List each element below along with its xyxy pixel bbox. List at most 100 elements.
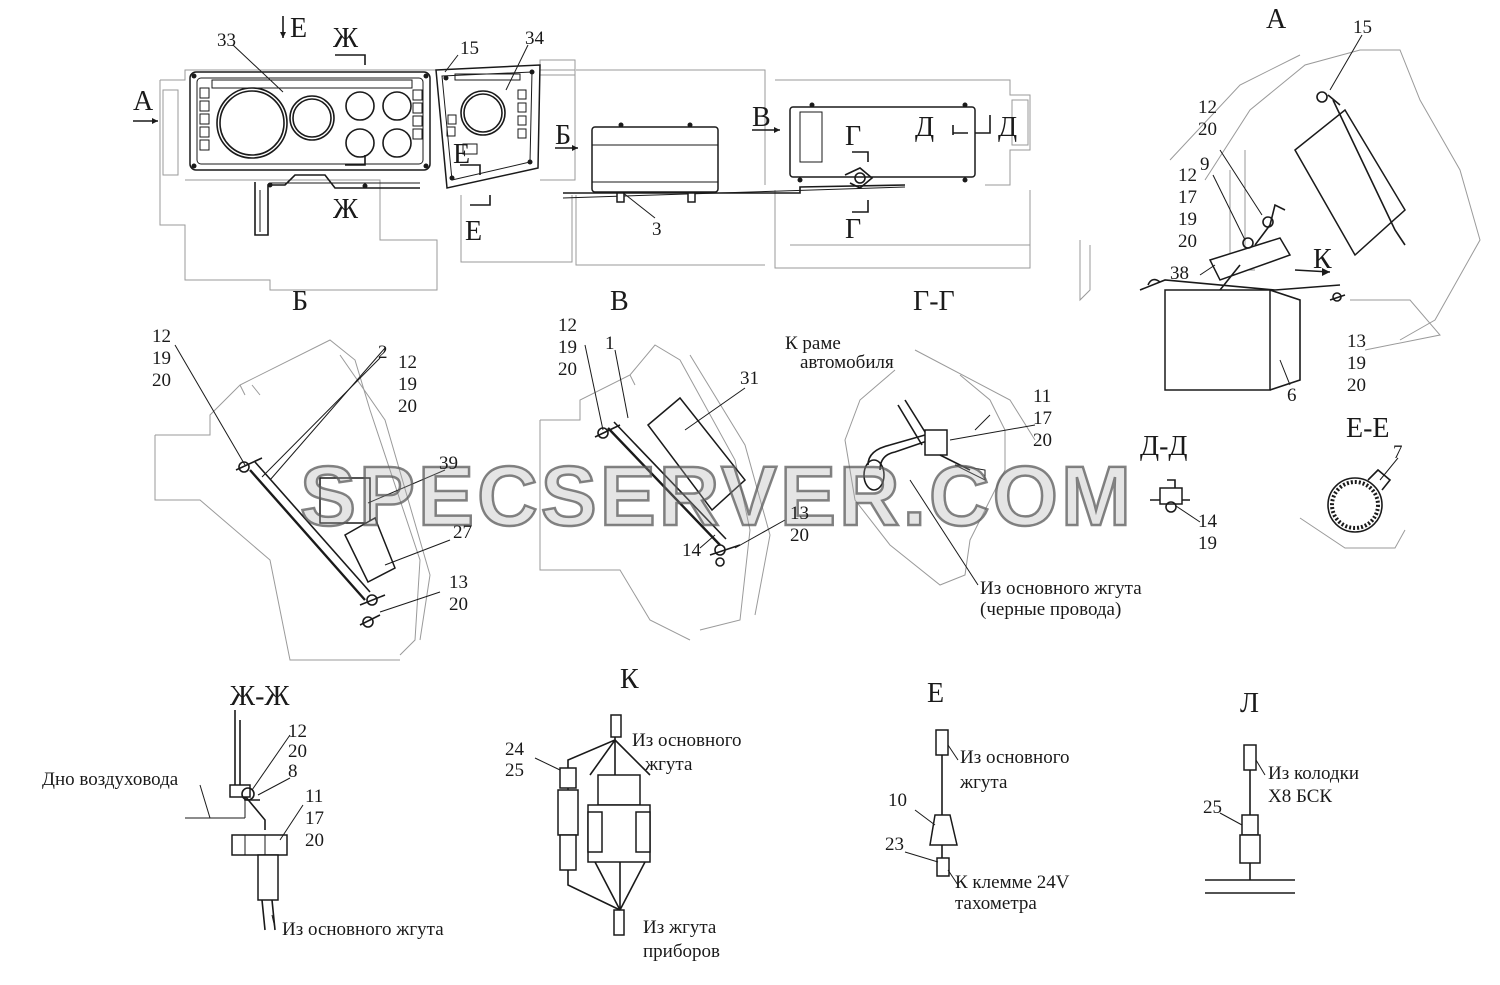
d-callout-19: 19	[1198, 533, 1217, 554]
callout-3: 3	[652, 219, 662, 240]
letter-zh-top: Ж	[333, 23, 359, 54]
g-callout-20: 20	[1033, 430, 1052, 451]
zh-callout-11: 11	[305, 786, 323, 807]
l-note-block-1: Из колодки	[1268, 763, 1359, 784]
a-callout-17: 17	[1178, 187, 1197, 208]
title-view-dd: Д-Д	[1140, 431, 1188, 462]
b-callout-39: 39	[439, 453, 458, 474]
a-callout-19b: 19	[1347, 353, 1366, 374]
letter-b-arrow: Б	[555, 120, 571, 151]
e-callout-7: 7	[1393, 442, 1403, 463]
k-callout-25: 25	[505, 760, 524, 781]
letter-d-right: Д	[998, 112, 1017, 143]
b-callout-13: 13	[449, 572, 468, 593]
b-callout-20b: 20	[398, 396, 417, 417]
e-note-main-2: жгута	[959, 772, 1008, 793]
d-callout-14: 14	[1198, 511, 1218, 532]
view-a	[1079, 34, 1481, 391]
g-note-harness-1: Из основного жгута	[980, 578, 1142, 599]
letter-d-left: Д	[915, 112, 934, 143]
a-callout-38: 38	[1170, 263, 1189, 284]
b-callout-19: 19	[152, 348, 171, 369]
g-note-frame-2: автомобиля	[800, 352, 894, 373]
watermark: SPECSERVER.COM	[300, 449, 1134, 543]
letter-zh-bottom: Ж	[333, 194, 359, 225]
callout-34: 34	[525, 28, 545, 49]
v-callout-12: 12	[558, 315, 577, 336]
g-note-harness-2: (черные провода)	[980, 599, 1121, 620]
zh-note-duct: Дно воздуховода	[42, 769, 179, 790]
title-view-b: Б	[292, 286, 308, 317]
letter-e-top: Е	[290, 13, 307, 44]
v-callout-19: 19	[558, 337, 577, 358]
g-callout-17: 17	[1033, 408, 1052, 429]
view-v	[539, 344, 786, 641]
a-callout-15: 15	[1353, 17, 1372, 38]
b-callout-12: 12	[152, 326, 171, 347]
b-callout-19b: 19	[398, 374, 417, 395]
v-callout-13: 13	[790, 503, 809, 524]
v-callout-20: 20	[558, 359, 577, 380]
zh-note-harness: Из основного жгута	[282, 919, 444, 940]
g-callout-11: 11	[1033, 386, 1051, 407]
callout-33: 33	[217, 30, 236, 51]
l-callout-25: 25	[1203, 797, 1222, 818]
letter-v-arrow: В	[752, 102, 771, 133]
b-callout-20: 20	[152, 370, 171, 391]
zh-callout-20: 20	[288, 741, 307, 762]
letter-a-left: А	[133, 86, 154, 117]
title-view-v: В	[610, 286, 629, 317]
zh-callout-8: 8	[288, 761, 298, 782]
title-view-gg: Г-Г	[913, 286, 955, 317]
title-view-l: Л	[1240, 688, 1259, 719]
a-callout-20b: 20	[1178, 231, 1197, 252]
letter-k-arrow: К	[1313, 244, 1332, 275]
a-callout-20c: 20	[1347, 375, 1366, 396]
e-callout-10: 10	[888, 790, 907, 811]
k-note-instr-2: приборов	[643, 941, 720, 962]
k-note-main-2: жгута	[644, 754, 693, 775]
view-l	[1205, 744, 1295, 894]
b-callout-2: 2	[378, 342, 388, 363]
zh-callout-12: 12	[288, 721, 307, 742]
view-k	[534, 714, 651, 936]
title-view-k: К	[620, 664, 639, 695]
a-callout-12b: 12	[1178, 165, 1197, 186]
zh-callout-17: 17	[305, 808, 324, 829]
view-b	[154, 339, 451, 661]
e-note-term-1: К клемме 24V	[955, 872, 1070, 893]
title-view-e: Е	[927, 678, 944, 709]
e-note-term-2: тахометра	[955, 893, 1037, 914]
b-callout-20c: 20	[449, 594, 468, 615]
title-view-a: А	[1266, 4, 1287, 35]
letter-g-top: Г	[845, 121, 861, 152]
labels: А Е Ж Б В Г Д Д Е Ж Е Г К А Б В Г-Г Д-Д …	[42, 4, 1403, 962]
view-e	[904, 729, 959, 886]
a-callout-13: 13	[1347, 331, 1366, 352]
letter-e-mid: Е	[453, 139, 470, 170]
a-callout-6: 6	[1287, 385, 1297, 406]
title-view-zhzh: Ж-Ж	[230, 681, 290, 712]
view-dd	[1150, 479, 1201, 523]
a-callout-19: 19	[1178, 209, 1197, 230]
v-callout-14: 14	[682, 540, 702, 561]
letter-e-bottom: Е	[465, 216, 482, 247]
a-callout-9: 9	[1200, 154, 1210, 175]
k-note-instr-1: Из жгута	[643, 917, 717, 938]
dashboard-overview	[133, 16, 1031, 291]
a-callout-12: 12	[1198, 97, 1217, 118]
v-callout-1: 1	[605, 333, 615, 354]
e-note-main-1: Из основного	[960, 747, 1070, 768]
zh-callout-20b: 20	[305, 830, 324, 851]
view-gg	[844, 349, 1036, 586]
letter-g-bottom: Г	[845, 214, 861, 245]
v-callout-20b: 20	[790, 525, 809, 546]
v-callout-31: 31	[740, 368, 759, 389]
b-callout-12b: 12	[398, 352, 417, 373]
b-callout-27: 27	[453, 522, 472, 543]
view-ee	[1299, 457, 1406, 549]
k-callout-24: 24	[505, 739, 525, 760]
g-note-frame-1: К раме	[785, 333, 841, 354]
